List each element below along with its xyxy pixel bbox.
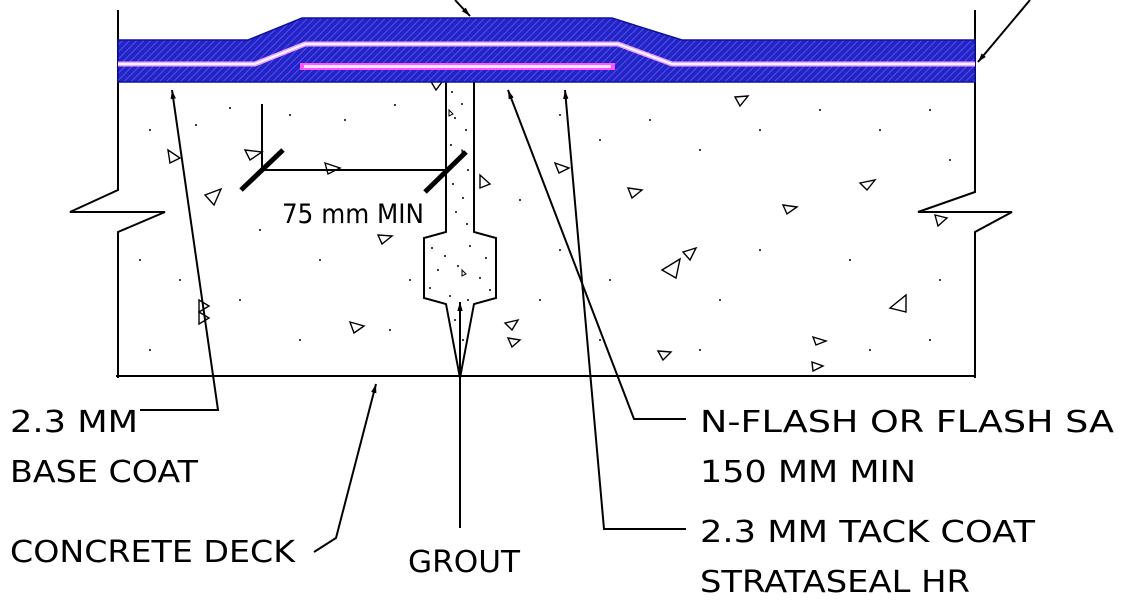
tack-coat-label: 2.3 MM TACK COAT [700,515,1036,550]
concrete-deck-outline [69,10,1013,379]
grout-label: GROUT [408,545,521,580]
concrete-deck-label: CONCRETE DECK [10,535,296,570]
strataseal-membrane [117,17,976,83]
flash-label-line1: N-FLASH OR FLASH SA [700,405,1115,440]
flash-label-line2: 150 MM MIN [700,455,916,490]
base-coat-label-line2: BASE COAT [10,455,199,490]
dimension-75mm [239,104,468,194]
membrane-system [117,17,976,83]
strataseal-label: STRATASEAL HR [700,565,970,600]
dimension-label: 75 mm MIN [282,199,424,230]
leaders [140,0,1031,553]
concrete-dots [139,104,951,351]
callout-labels: 2.3 MM BASE COAT CONCRETE DECK GROUT N-F… [10,405,1115,600]
base-coat-label-line1: 2.3 MM [10,405,138,440]
